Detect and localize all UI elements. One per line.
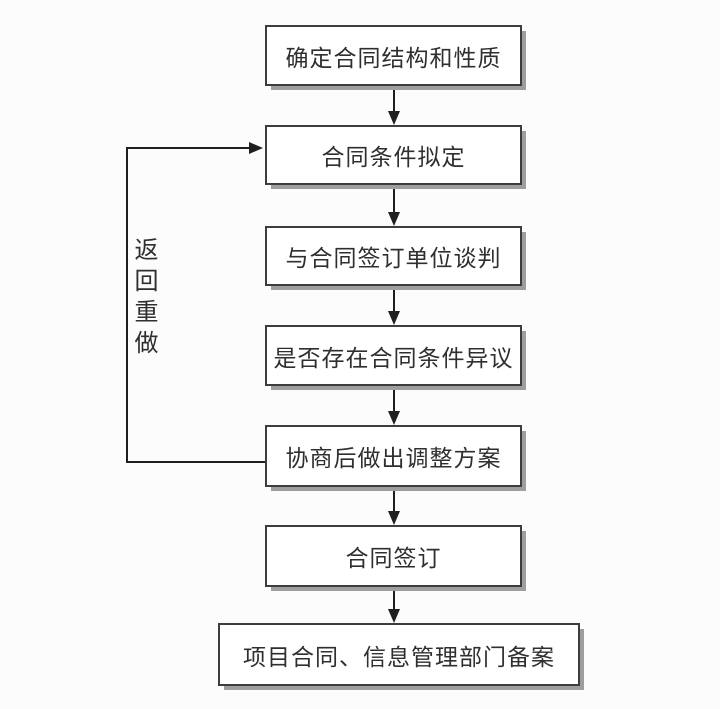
flow-node-label: 合同签订 xyxy=(345,546,442,571)
arrowhead-1-2 xyxy=(388,111,400,125)
arrowhead-loop-back xyxy=(249,142,263,154)
flow-node-determine-structure: 确定合同结构和性质 xyxy=(265,25,522,86)
flow-node-adjustment-plan: 协商后做出调整方案 xyxy=(265,425,522,487)
flow-node-filing: 项目合同、信息管理部门备案 xyxy=(218,623,580,686)
connector-lines xyxy=(126,87,395,610)
flow-node-label: 协商后做出调整方案 xyxy=(285,446,502,471)
arrowhead-4-5 xyxy=(388,411,400,425)
edge-loop-back xyxy=(126,147,265,463)
flow-node-label: 项目合同、信息管理部门备案 xyxy=(243,644,555,670)
loop-back-label: 返回重做 xyxy=(130,237,156,361)
flow-node-objection-check: 是否存在合同条件异议 xyxy=(265,325,522,386)
flow-node-sign-contract: 合同签订 xyxy=(265,525,522,587)
arrowhead-2-3 xyxy=(388,212,400,226)
flow-node-label: 与合同签订单位谈判 xyxy=(285,246,502,271)
arrowhead-6-7 xyxy=(388,609,400,623)
arrowhead-3-4 xyxy=(388,311,400,325)
flow-node-negotiate: 与合同签订单位谈判 xyxy=(265,226,522,286)
flow-node-label: 确定合同结构和性质 xyxy=(285,45,502,71)
arrowheads xyxy=(249,111,400,623)
flow-node-label: 合同条件拟定 xyxy=(321,145,466,170)
arrowhead-5-6 xyxy=(388,511,400,525)
flow-node-label: 是否存在合同条件异议 xyxy=(273,345,514,371)
flow-node-draft-conditions: 合同条件拟定 xyxy=(265,125,522,185)
